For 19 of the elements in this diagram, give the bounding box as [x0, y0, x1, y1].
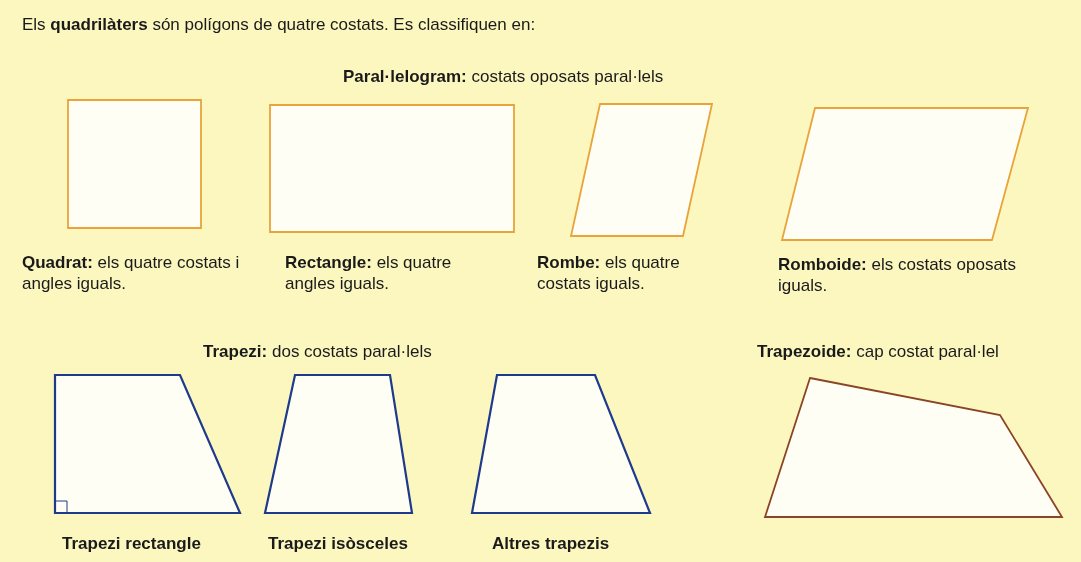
shape-caption: Trapezi rectangle: [62, 533, 201, 554]
irregular-quadrilateral-shape: [765, 378, 1062, 517]
right-trapezoid-shape: [55, 375, 240, 513]
rhombus-shape: [571, 104, 712, 236]
shape-caption: Rombe: els quatre costats iguals.: [537, 252, 681, 294]
shape-caption: Romboide: els costats oposats iguals.: [778, 254, 1018, 296]
group-heading: Paral·lelogram: costats oposats paral·lels: [343, 66, 664, 87]
shape-caption: Quadrat: els quatre costats i angles iguals.: [22, 252, 241, 294]
rhomboid-shape: [782, 108, 1028, 240]
intro-sentence: Els quadrilàters són polígons de quatre costats. Es classifiquen en:: [22, 14, 536, 35]
shape-caption: Rectangle: els quatre angles iguals.: [285, 252, 453, 294]
trapezoid-shape: [472, 375, 650, 513]
square-shape: [68, 100, 201, 228]
shape-caption: Trapezi isòsceles: [268, 533, 408, 554]
shape-caption: Trapezoide: cap costat paral·lel: [757, 341, 999, 362]
rectangle-shape: [270, 105, 514, 232]
group-heading: Trapezi: dos costats paral·lels: [203, 341, 432, 362]
isosceles-trapezoid-shape: [265, 375, 412, 513]
shape-caption: Altres trapezis: [492, 533, 610, 554]
